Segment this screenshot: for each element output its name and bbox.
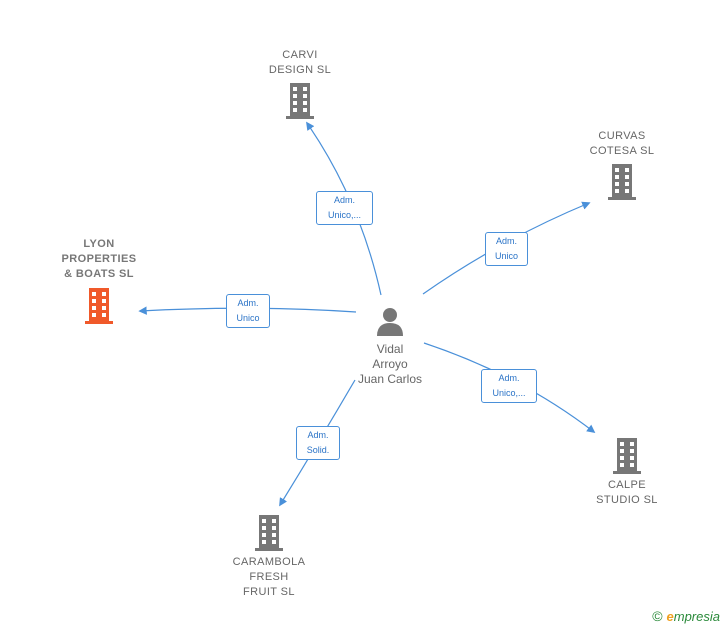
relation-label-carambola[interactable]: Adm. Solid. (296, 426, 340, 460)
brand-initial: e (666, 608, 674, 624)
building-icon (286, 83, 314, 119)
relation-label-curvas[interactable]: Adm. Unico (485, 232, 528, 266)
company-name-carambola: CARAMBOLA FRESH FRUIT SL (232, 556, 306, 598)
building-icon (85, 288, 113, 324)
person-node[interactable]: Vidal Arroyo Juan Carlos (340, 306, 440, 387)
relation-label-lyon[interactable]: Adm. Unico (226, 294, 270, 328)
company-node-lyon[interactable]: LYON PROPERTIES & BOATS SL (44, 237, 154, 324)
building-icon (613, 438, 641, 474)
person-icon (377, 308, 403, 336)
person-name: Vidal Arroyo Juan Carlos (357, 342, 423, 386)
building-icon (255, 515, 283, 551)
company-node-calpe[interactable]: CALPE STUDIO SL (577, 438, 677, 508)
copyright-symbol: © (652, 608, 663, 624)
company-name-curvas: CURVAS COTESA SL (589, 130, 655, 157)
brand-name-rest: mpresia (673, 608, 720, 624)
relation-label-calpe[interactable]: Adm. Unico,... (481, 369, 537, 403)
company-name-carvi: CARVI DESIGN SL (268, 49, 332, 76)
company-node-carvi[interactable]: CARVI DESIGN SL (250, 48, 350, 119)
company-name-calpe: CALPE STUDIO SL (596, 479, 658, 506)
brand-logo: © empresia (652, 608, 720, 624)
company-node-carambola[interactable]: CARAMBOLA FRESH FRUIT SL (219, 515, 319, 600)
relation-label-carvi[interactable]: Adm. Unico,... (316, 191, 373, 225)
building-icon (608, 164, 636, 200)
company-name-lyon: LYON PROPERTIES & BOATS SL (61, 238, 137, 280)
company-node-curvas[interactable]: CURVAS COTESA SL (572, 129, 672, 200)
